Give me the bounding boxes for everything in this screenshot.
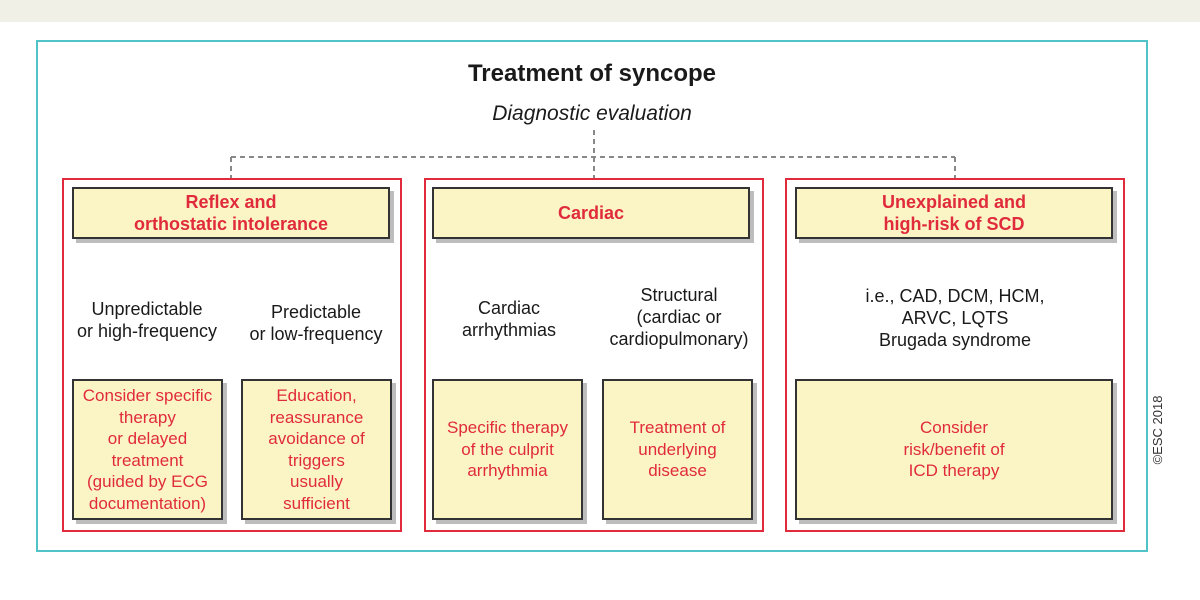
panel-reflex-header: Reflex and orthostatic intolerance bbox=[72, 187, 390, 239]
branch-arrhythmias-label: Cardiac arrhythmias bbox=[461, 298, 557, 340]
result-education-reassurance: Education, reassurance avoidance of trig… bbox=[241, 379, 392, 520]
branch-predictable-label: Predictable or low-frequency bbox=[249, 302, 383, 344]
branch-unpredictable-label: Unpredictable or high-frequency bbox=[76, 299, 218, 341]
branch-conditions-label: i.e., CAD, DCM, HCM, ARVC, LQTS Brugada … bbox=[865, 286, 1045, 350]
copyright-text: ©ESC 2018 bbox=[1150, 395, 1165, 465]
panel-unexplained-header: Unexplained and high-risk of SCD bbox=[795, 187, 1113, 239]
result-consider-icd-therapy: Consider risk/benefit of ICD therapy bbox=[795, 379, 1113, 520]
diagram-subtitle: Diagnostic evaluation bbox=[492, 102, 692, 125]
top-band bbox=[0, 0, 1200, 22]
result-treatment-underlying-disease: Treatment of underlying disease bbox=[602, 379, 753, 520]
result-consider-specific-therapy: Consider specific therapy or delayed tre… bbox=[72, 379, 223, 520]
diagram-title: Treatment of syncope bbox=[467, 60, 717, 87]
branch-structural-label: Structural (cardiac or cardiopulmonary) bbox=[609, 285, 749, 349]
panel-cardiac-header: Cardiac bbox=[432, 187, 750, 239]
result-specific-therapy-culprit: Specific therapy of the culprit arrhythm… bbox=[432, 379, 583, 520]
